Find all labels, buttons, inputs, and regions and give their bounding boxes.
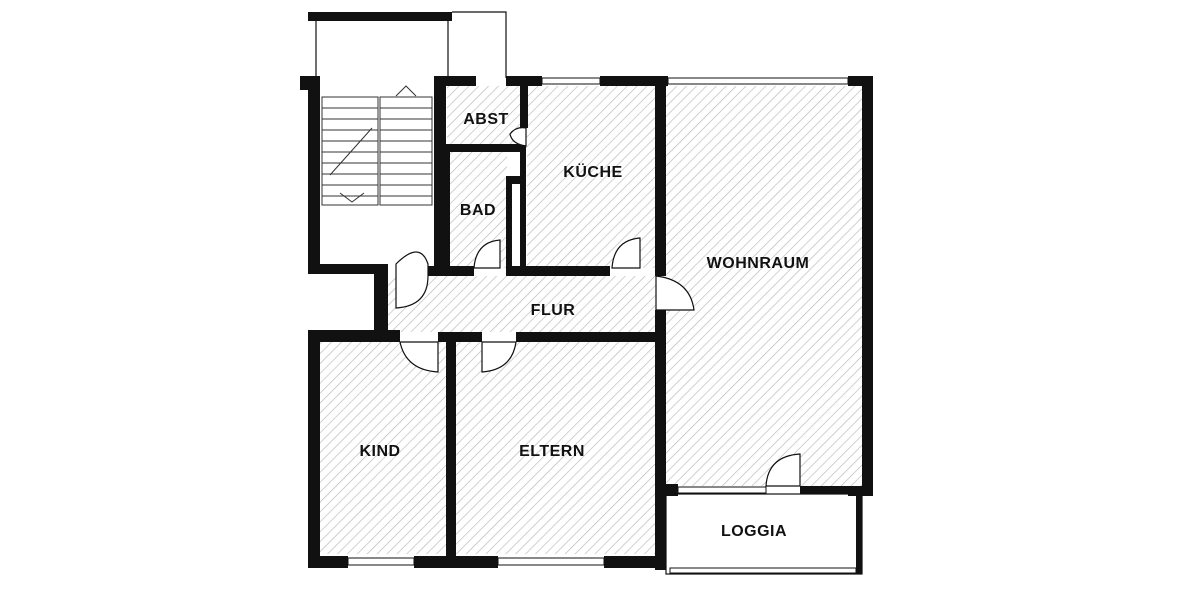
- window-wohnraum: [667, 77, 849, 85]
- window-loggia-door: [677, 486, 767, 494]
- label-wohnraum: WOHNRAUM: [707, 255, 810, 272]
- window-kind: [347, 557, 415, 566]
- label-abst: ABST: [463, 111, 509, 128]
- floor-flur: [386, 276, 657, 332]
- walls: [308, 76, 873, 575]
- label-flur: FLUR: [531, 302, 576, 319]
- label-kind: KIND: [359, 443, 400, 460]
- door-eltern: [481, 341, 517, 373]
- window-loggia: [669, 567, 857, 574]
- door-abst: [509, 127, 527, 147]
- window-kueche: [541, 77, 601, 85]
- label-eltern: ELTERN: [519, 443, 585, 460]
- label-kueche: KÜCHE: [563, 162, 622, 181]
- floor-kind: [318, 342, 446, 554]
- door-bad: [473, 239, 501, 269]
- label-loggia: LOGGIA: [721, 523, 787, 540]
- door-kueche: [611, 237, 641, 269]
- door-entrance: [395, 251, 429, 309]
- room-floors: [318, 86, 863, 554]
- windows: [347, 77, 857, 574]
- floor-kueche: [527, 86, 657, 268]
- floor-eltern: [456, 342, 657, 554]
- room-labels: ABST BAD KÜCHE WOHNRAUM FLUR KIND ELTERN…: [359, 111, 810, 540]
- door-loggia: [765, 453, 801, 487]
- stairwell: [300, 11, 507, 274]
- stair-steps-right: [380, 107, 432, 197]
- doors: [395, 127, 801, 487]
- door-wohnraum: [655, 275, 695, 311]
- label-bad: BAD: [460, 202, 496, 219]
- door-kind: [399, 341, 439, 373]
- floor-wohnraum: [665, 86, 863, 486]
- window-eltern: [497, 557, 605, 566]
